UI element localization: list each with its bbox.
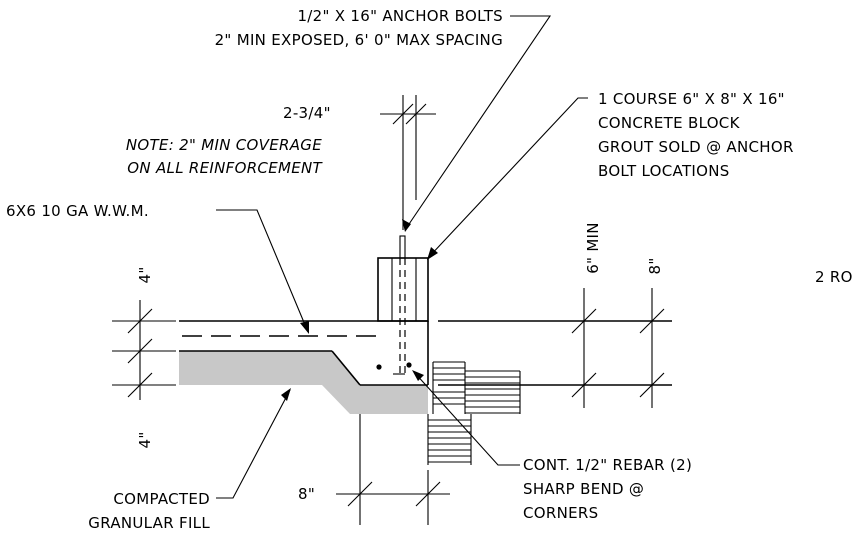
slab-dim-label: 4"	[136, 266, 154, 283]
block-offset-dim-label: 2-3/4"	[283, 104, 331, 122]
fill-dim-label: 4"	[136, 431, 154, 448]
block-label-3: GROUT SOLD @ ANCHOR	[598, 138, 794, 156]
fill-label-2: GRANULAR FILL	[88, 514, 210, 532]
leader-lines	[216, 15, 588, 499]
grade-lines	[438, 320, 672, 386]
footing-width-dim-label: 8"	[298, 485, 315, 503]
min-depth-dim-label: 6" MIN	[584, 222, 602, 274]
anchor-bolts-label-2: 2" MIN EXPOSED, 6' 0" MAX SPACING	[215, 31, 503, 49]
top-offset-dimension	[380, 95, 436, 230]
block-label-1: 1 COURSE 6" X 8" X 16"	[598, 90, 785, 108]
note-line-2: ON ALL REINFORCEMENT	[127, 159, 323, 177]
note-line-1: NOTE: 2" MIN COVERAGE	[126, 136, 322, 154]
anchor-bolt	[393, 235, 406, 375]
right-depth-dim-label: 8"	[646, 257, 664, 274]
block-label-4: BOLT LOCATIONS	[598, 162, 730, 180]
rebar-dot	[376, 364, 382, 370]
concrete-block	[377, 257, 429, 322]
block-label-2: CONCRETE BLOCK	[598, 114, 741, 132]
rebar-label-1: CONT. 1/2" REBAR (2)	[523, 456, 692, 474]
rebar-label-2: SHARP BEND @	[523, 480, 644, 498]
left-dimension	[112, 300, 176, 400]
wwm-label: 6X6 10 GA W.W.M.	[6, 202, 149, 220]
right-min-dimension	[571, 288, 597, 408]
step-hatch	[427, 361, 521, 465]
compacted-fill-region	[179, 351, 428, 414]
rebar-dot	[406, 362, 412, 368]
rebar-label-3: CORNERS	[523, 504, 598, 522]
right-depth-dimension	[639, 288, 665, 408]
cut-off-label: 2 RO	[815, 268, 853, 286]
bottom-width-dimension	[336, 414, 450, 525]
fill-label-1: COMPACTED	[113, 490, 210, 508]
anchor-bolts-label-1: 1/2" X 16" ANCHOR BOLTS	[297, 7, 503, 25]
